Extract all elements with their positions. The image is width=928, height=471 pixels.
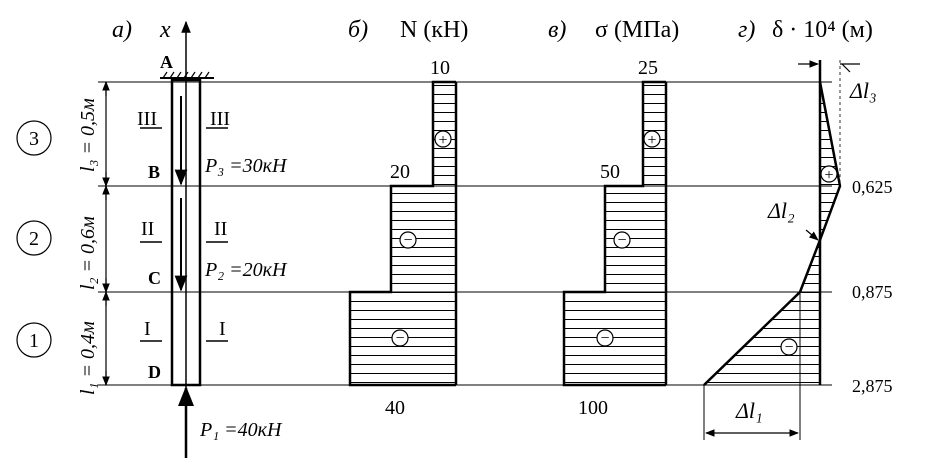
delta-l1-label: Δl₁ [735, 398, 763, 423]
cut-label-3-left: III [137, 108, 157, 130]
segment-1-length: l₁ = 0,4м [77, 321, 99, 395]
displacement-sign-3-text: + [824, 167, 833, 184]
point-a-label: A [160, 52, 173, 72]
point-d-label: D [148, 362, 161, 382]
delta-l2-label: Δl₂ [767, 198, 795, 223]
force-quantity-label: N (кН) [400, 17, 468, 43]
stress-value-bottom: 100 [578, 397, 608, 419]
label-a: а) [112, 17, 132, 43]
force-sign-2 [399, 231, 417, 249]
segment-2-length: l₂ = 0,6м [77, 216, 99, 290]
force-sign-1 [391, 329, 409, 347]
segment-1-circle [16, 322, 52, 358]
segment-2-number: 2 [29, 228, 39, 250]
stress-sign-2 [613, 231, 631, 249]
load-p1-label: P₁ =40кН [199, 419, 283, 441]
label-b: б) [348, 17, 368, 43]
segment-3-number: 3 [29, 128, 39, 150]
segment-3-length: l₃ = 0,5м [77, 98, 99, 172]
stress-value-top: 25 [638, 57, 658, 79]
load-p2-label: P₂ =20кН [204, 259, 288, 281]
stress-sign-1-text: − [600, 330, 609, 347]
stress-sign-3-text: + [647, 132, 656, 149]
segment-3-circle [16, 120, 52, 156]
point-b-label: B [148, 162, 160, 182]
force-diagram: + − − [348, 80, 458, 387]
displacement-diagram: + − [703, 60, 860, 440]
stress-quantity-label: σ (МПа) [595, 17, 679, 43]
label-v: в) [548, 17, 566, 43]
stress-sign-3 [643, 130, 661, 148]
force-sign-3-text: + [438, 132, 447, 149]
force-sign-3 [434, 130, 452, 148]
displacement-sign-1-text: − [784, 339, 793, 356]
displacement-value-d: 2,875 [852, 376, 893, 396]
force-value-step: 20 [390, 161, 410, 183]
displacement-sign-3 [820, 165, 838, 183]
stress-value-step: 50 [600, 161, 620, 183]
displacement-sign-1 [780, 338, 798, 356]
load-p3-label: P₃ =30кН [204, 155, 288, 177]
cut-label-3-right: III [210, 108, 230, 130]
force-value-bottom: 40 [385, 397, 405, 419]
cut-label-2-right: II [214, 218, 227, 240]
displacement-value-b: 0,625 [852, 177, 893, 197]
segment-1-number: 1 [29, 330, 39, 352]
label-g: г) [738, 17, 755, 43]
delta-l3-label: Δl₃ [849, 78, 877, 103]
segment-2-circle [16, 220, 52, 256]
point-c-label: C [148, 268, 161, 288]
force-sign-2-text: − [403, 232, 412, 249]
force-sign-1-text: − [395, 330, 404, 347]
stress-sign-1 [596, 329, 614, 347]
stress-diagram: + − − [562, 80, 668, 387]
cut-label-1-right: I [219, 318, 226, 340]
cut-label-1-left: I [144, 318, 151, 340]
support-hatch [160, 71, 214, 79]
stress-sign-2-text: − [617, 232, 626, 249]
x-axis-label: x [159, 17, 171, 43]
section-cuts [140, 127, 228, 342]
displacement-quantity-label: δ · 10⁴ (м) [772, 17, 873, 43]
displacement-value-c: 0,875 [852, 282, 893, 302]
cut-label-2-left: II [141, 218, 154, 240]
force-value-top: 10 [430, 57, 450, 79]
